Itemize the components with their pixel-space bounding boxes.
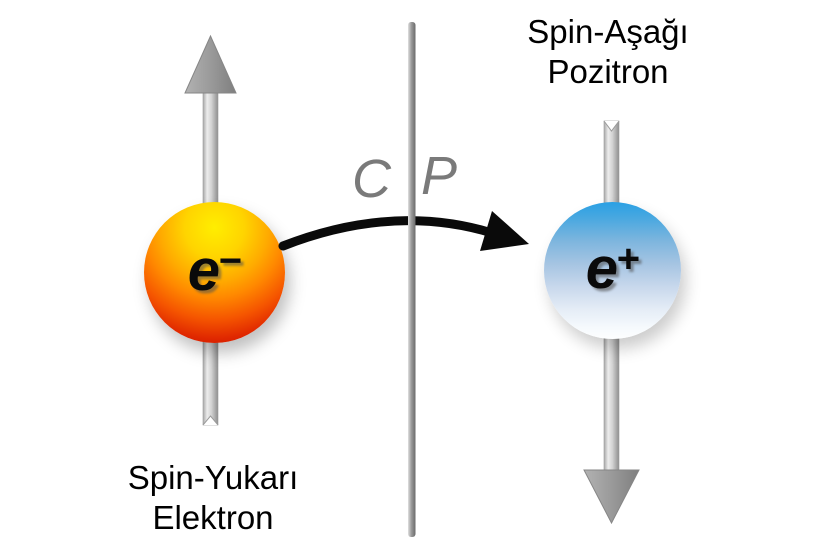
electron-caption-line2: Elektron <box>152 499 274 536</box>
positron-sphere: e+ <box>544 202 681 339</box>
parity-label: P <box>421 146 458 206</box>
electron-symbol: e− <box>144 236 285 303</box>
electron-caption: Spin-Yukarı Elektron <box>38 458 388 538</box>
positron-caption: Spin-Aşağı Pozitron <box>433 12 783 92</box>
electron-charge-sign: − <box>217 238 242 283</box>
mirror-line <box>408 22 416 537</box>
positron-symbol: e+ <box>544 234 681 301</box>
positron-charge-sign: + <box>615 236 640 281</box>
positron-symbol-letter: e <box>585 235 618 301</box>
electron-caption-line1: Spin-Yukarı <box>127 459 299 496</box>
electron-sphere: e− <box>144 202 285 343</box>
cp-transform-arrow-icon <box>278 211 529 251</box>
positron-caption-line2: Pozitron <box>547 53 669 90</box>
charge-conjugation-label: C <box>352 149 391 209</box>
electron-symbol-letter: e <box>187 237 220 303</box>
positron-caption-line1: Spin-Aşağı <box>527 13 689 50</box>
